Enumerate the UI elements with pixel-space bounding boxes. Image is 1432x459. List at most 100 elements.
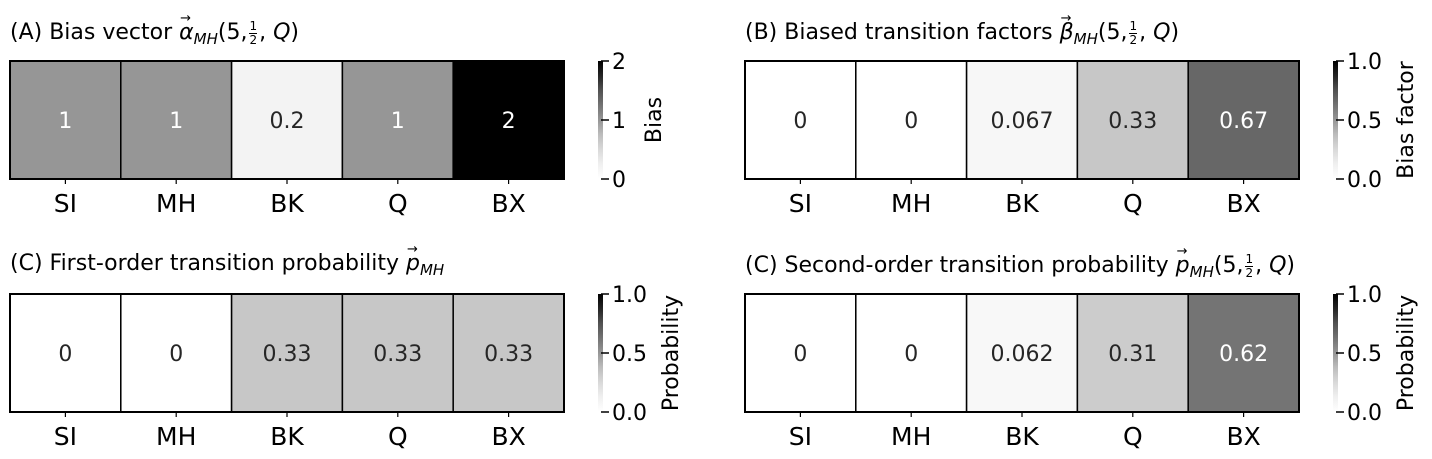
cell-value-label: 0.33 [1108,109,1157,134]
heatmap-cell [9,293,122,413]
vector-symbol: p→ [406,243,420,276]
frac-numerator: 1 [249,19,258,34]
x-tick-label: BK [270,422,304,451]
vector-arrow-icon: → [407,242,418,257]
heatmap-cell [9,60,122,180]
cell-value-label: 0 [904,342,918,367]
cell-value-label: 2 [502,109,516,134]
cell-value-label: 1 [169,109,183,134]
x-tick-label: BX [491,422,525,451]
subscript: MH [1073,30,1098,49]
colorbar-tick-label: 0.0 [612,401,647,426]
x-tick-label: MH [891,189,931,218]
colorbar-tick-label: 0.5 [612,342,647,367]
heatmap-border [744,60,1300,180]
vector-symbol: β→ [1060,12,1074,44]
x-tick-label: BK [1005,189,1039,218]
colorbar-label: Bias factor [1394,60,1419,179]
colorbar-tick-label: 1 [612,109,626,134]
frac-denominator: 2 [1129,32,1138,47]
title-text: (C) Second-order transition probability [745,253,1176,279]
x-tick-label: SI [789,189,812,218]
args-var: Q [1269,253,1287,279]
x-tick-label: Q [1123,189,1143,218]
cell-value-label: 0.33 [484,342,533,367]
args-open: (5, [1213,253,1244,279]
colorbar [1333,61,1338,179]
vector-symbol: p→ [1176,245,1190,277]
heatmap-cell [452,60,565,180]
title-text: (A) Bias vector [10,20,180,46]
heatmap-cell [744,293,857,413]
args-sep: , [259,20,274,46]
vector-symbol: α→ [179,12,194,44]
args-var: Q [273,20,291,46]
colorbar-tick-label: 0.5 [1347,342,1382,367]
colorbar [598,61,603,179]
colorbar-tick-label: 1.0 [1347,283,1382,308]
colorbar-tick-label: 0.0 [1347,168,1382,193]
cell-value-label: 1 [58,109,72,134]
frac-numerator: 1 [1129,19,1138,34]
cell-value-label: 0 [793,109,807,134]
frac-denominator: 2 [1245,265,1254,280]
x-tick-label: SI [54,422,77,451]
heatmap-cell [120,60,233,180]
colorbar-label: Probability [1394,295,1419,411]
colorbar-tick-label: 0.0 [1347,401,1382,426]
args-close: ) [1170,20,1180,46]
heatmap-cell [965,293,1079,413]
cell-value-label: 0 [58,342,72,367]
heatmap-border [9,60,565,180]
x-tick-label: BK [1005,422,1039,451]
subscript: MH [419,261,445,279]
cell-value-label: 0 [169,342,183,367]
x-tick-label: Q [388,189,408,218]
colorbar-label: Probability [659,295,684,411]
panel-title: (C) Second-order transition probability … [745,245,1296,282]
args-close: ) [1286,253,1296,279]
heatmap-cell [744,60,857,180]
colorbar-tick-label: 0.5 [1347,109,1382,134]
symbol-letter: p [406,251,420,276]
heatmap-cell [341,293,454,413]
args-open: (5, [1097,20,1128,46]
cell-value-label: 0.062 [991,342,1054,367]
frac-denominator: 2 [249,32,258,47]
args-sep: , [1255,253,1270,279]
heatmap-cell [1076,60,1189,180]
vector-arrow-icon: → [1176,244,1188,260]
cell-value-label: 0.31 [1108,342,1157,367]
colorbar [1333,294,1338,412]
subscript: MH [1189,263,1214,282]
vector-arrow-icon: → [1060,11,1072,27]
heatmap-cell [120,293,233,413]
frac-numerator: 1 [1245,252,1254,267]
x-tick-label: Q [1123,422,1143,451]
x-tick-label: MH [891,422,931,451]
colorbar-tick-label: 1.0 [612,283,647,308]
colorbar-tick-label: 1.0 [1347,50,1382,75]
cell-value-label: 0.33 [373,342,422,367]
x-tick-label: Q [388,422,408,451]
args-close: ) [290,20,300,46]
cell-value-label: 0.62 [1219,342,1268,367]
cell-value-label: 0.33 [263,342,312,367]
heatmap-border [9,293,565,413]
cell-value-label: 0.067 [991,109,1054,134]
x-tick-label: BX [1226,189,1260,218]
heatmap-cell [230,60,344,180]
colorbar-label: Bias [642,97,667,143]
vector-arrow-icon: → [180,11,192,27]
x-tick-label: BX [491,189,525,218]
cell-value-label: 0.2 [270,109,305,134]
colorbar-tick-label: 2 [612,50,626,75]
